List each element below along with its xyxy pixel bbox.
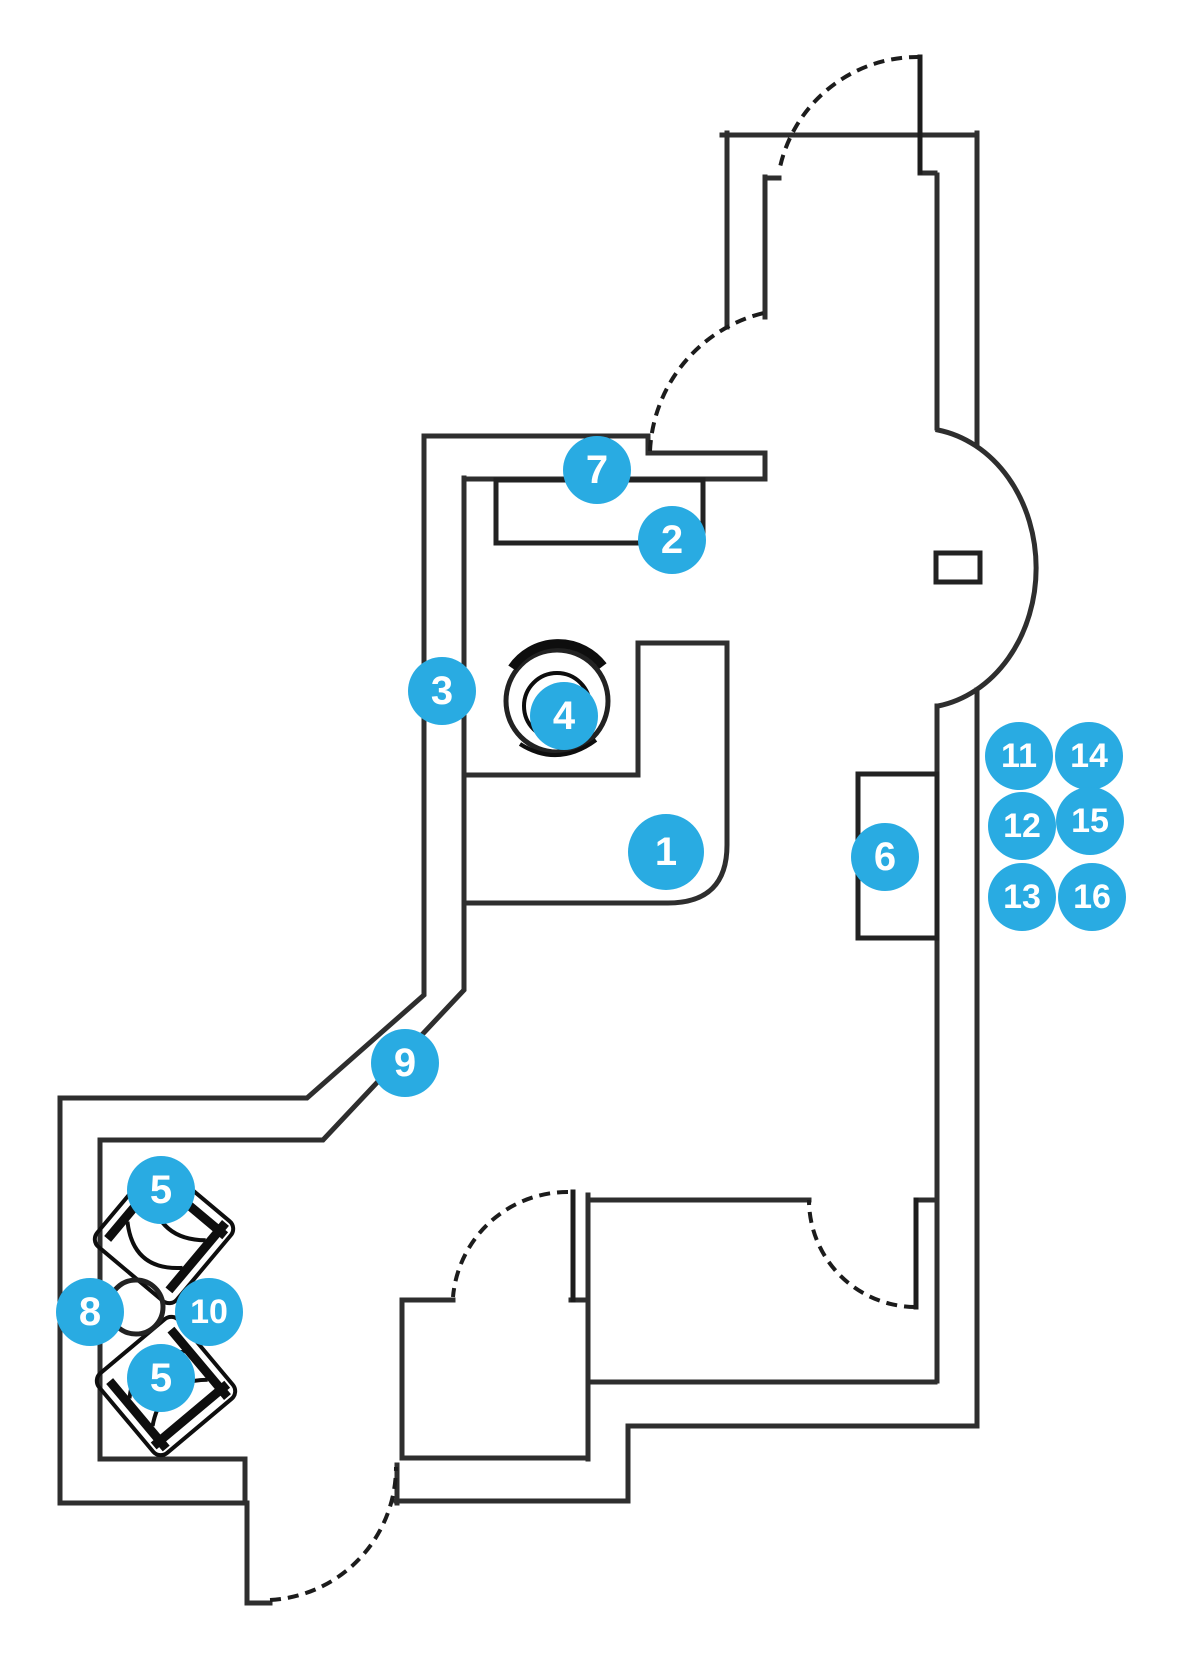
marker-14-label: 14 <box>1070 737 1108 775</box>
marker-3-circle[interactable] <box>408 657 476 725</box>
marker-6[interactable]: 6 <box>851 823 919 891</box>
marker-2-circle[interactable] <box>638 506 706 574</box>
wc-door-swing-arc <box>451 1189 569 1298</box>
bay-window-pier <box>933 550 983 585</box>
marker-15-circle[interactable] <box>1056 787 1124 855</box>
marker-5-upper[interactable]: 5 <box>127 1156 195 1224</box>
entry-door-swing-arc <box>777 54 921 173</box>
bay-window-curved-wall <box>935 427 1039 709</box>
balcony-door-swing-arc <box>269 1466 399 1602</box>
marker-9-label: 9 <box>394 1041 416 1085</box>
marker-16-label: 16 <box>1073 878 1111 916</box>
marker-10[interactable]: 10 <box>175 1278 243 1346</box>
marker-7-circle[interactable] <box>563 436 631 504</box>
marker-15[interactable]: 15 <box>1056 787 1124 855</box>
marker-10-circle[interactable] <box>175 1278 243 1346</box>
markers: 1 2 3 4 5 5 6 7 <box>56 436 1126 1412</box>
marker-12-circle[interactable] <box>988 792 1056 860</box>
marker-14[interactable]: 14 <box>1055 722 1123 790</box>
marker-13-label: 13 <box>1003 878 1041 916</box>
marker-5-lower-label: 5 <box>150 1356 172 1400</box>
marker-14-circle[interactable] <box>1055 722 1123 790</box>
marker-16[interactable]: 16 <box>1058 863 1126 931</box>
marker-9[interactable]: 9 <box>371 1029 439 1097</box>
marker-13[interactable]: 13 <box>988 863 1056 931</box>
marker-5-lower-circle[interactable] <box>127 1344 195 1412</box>
marker-2-label: 2 <box>661 518 683 562</box>
interior-partitions <box>399 640 939 1462</box>
marker-7[interactable]: 7 <box>563 436 631 504</box>
marker-12[interactable]: 12 <box>988 792 1056 860</box>
hall-opening-swing-arc <box>648 310 769 452</box>
marker-13-circle[interactable] <box>988 863 1056 931</box>
marker-5-upper-label: 5 <box>150 1168 172 1212</box>
walls <box>57 130 1039 1606</box>
marker-5-upper-circle[interactable] <box>127 1156 195 1224</box>
marker-6-circle[interactable] <box>851 823 919 891</box>
marker-11[interactable]: 11 <box>985 722 1053 790</box>
marker-15-label: 15 <box>1071 802 1109 840</box>
marker-12-label: 12 <box>1003 807 1041 845</box>
marker-3-label: 3 <box>431 669 453 713</box>
marker-16-circle[interactable] <box>1058 863 1126 931</box>
marker-11-circle[interactable] <box>985 722 1053 790</box>
marker-4-label: 4 <box>553 694 576 738</box>
marker-8-circle[interactable] <box>56 1278 124 1346</box>
bedroom-door-swing-arc <box>807 1199 916 1309</box>
marker-1-circle[interactable] <box>628 814 704 890</box>
marker-3[interactable]: 3 <box>408 657 476 725</box>
marker-9-circle[interactable] <box>371 1029 439 1097</box>
marker-10-label: 10 <box>190 1293 228 1331</box>
marker-1-label: 1 <box>655 830 677 874</box>
marker-2[interactable]: 2 <box>638 506 706 574</box>
marker-8-label: 8 <box>79 1290 101 1334</box>
marker-11-label: 11 <box>1001 737 1037 775</box>
doors <box>269 54 923 1602</box>
marker-1[interactable]: 1 <box>628 814 704 890</box>
marker-5-lower[interactable]: 5 <box>127 1344 195 1412</box>
marker-6-label: 6 <box>874 835 896 879</box>
marker-8[interactable]: 8 <box>56 1278 124 1346</box>
marker-4[interactable]: 4 <box>530 682 598 750</box>
marker-4-circle[interactable] <box>530 682 598 750</box>
marker-7-label: 7 <box>586 448 608 492</box>
